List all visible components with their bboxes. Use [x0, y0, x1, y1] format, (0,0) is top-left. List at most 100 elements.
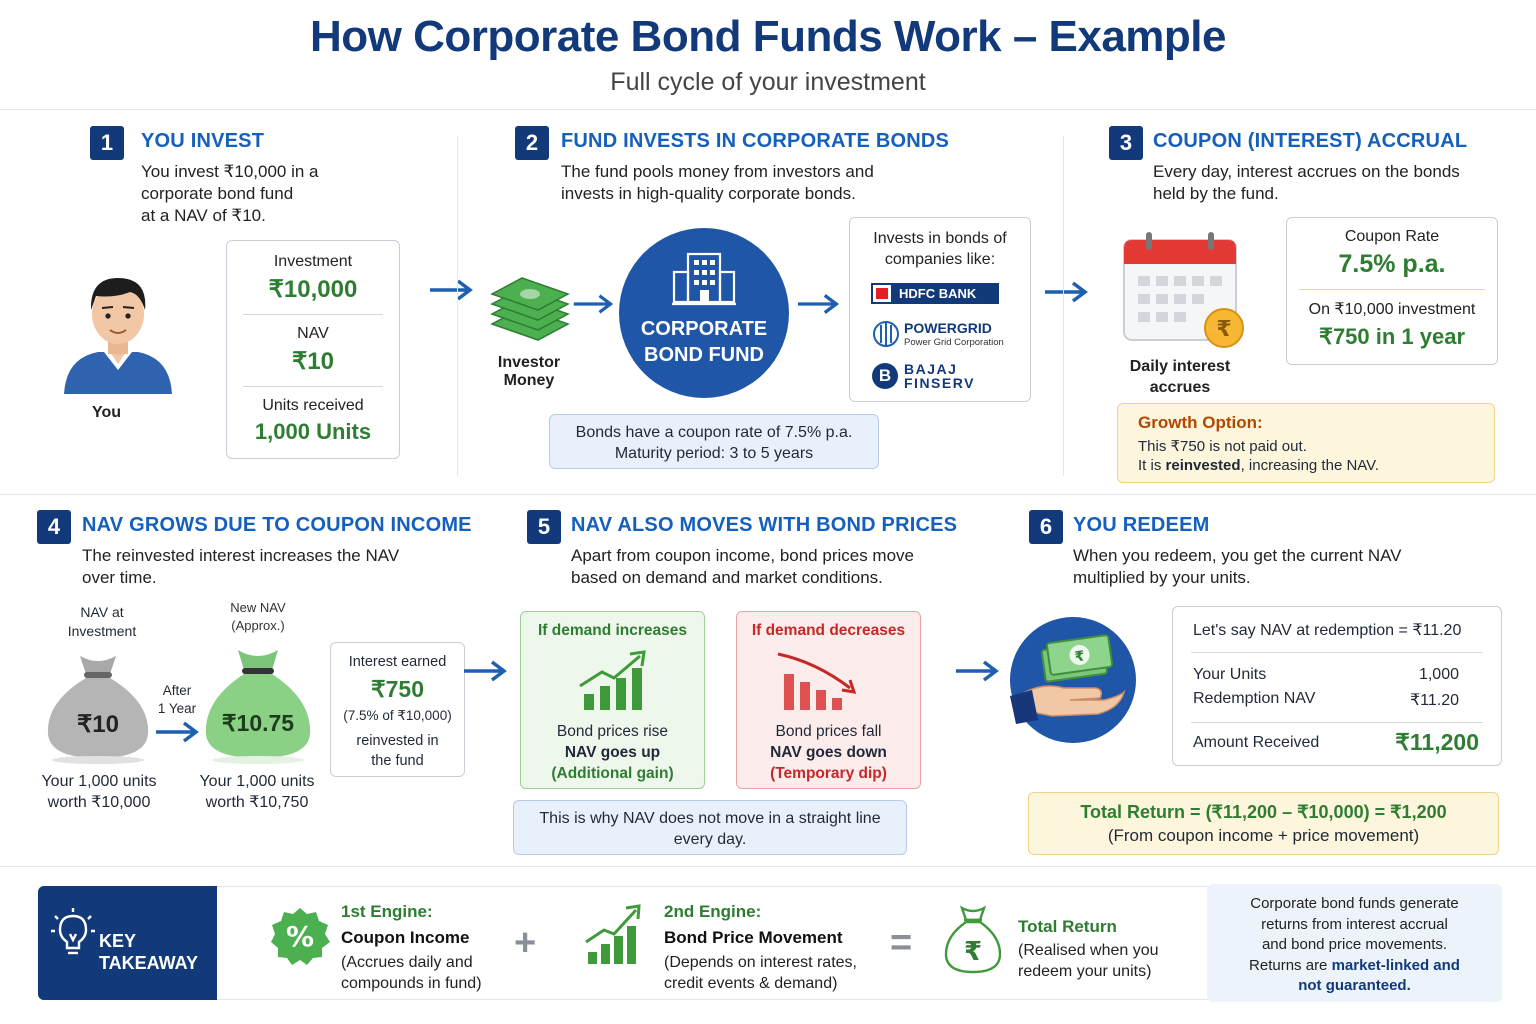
svg-text:₹: ₹ [964, 937, 982, 967]
engine-2-title: 2nd Engine: [664, 902, 762, 921]
investment-card: Investment ₹10,000 NAV ₹10 Units receive… [226, 240, 400, 459]
demand-decreases-text: Bond prices fall NAV goes down (Temporar… [770, 723, 887, 782]
person-icon [64, 278, 172, 394]
units-value: 1,000 Units [254, 419, 372, 444]
row-divider [0, 866, 1536, 867]
row-divider [0, 494, 1536, 495]
bajaj-logo-icon: B [872, 363, 898, 389]
header-divider [0, 109, 1536, 110]
plus-sign: + [514, 922, 537, 964]
step-3-description: Every day, interest accrues on the bonds… [1153, 162, 1460, 203]
step-5-description: Apart from coupon income, bond prices mo… [571, 546, 915, 587]
demand-increases-text: Bond prices rise NAV goes up (Additional… [551, 723, 674, 782]
step-2-number: 2 [515, 126, 549, 160]
powergrid-logo-icon [873, 321, 899, 347]
svg-text:₹: ₹ [1216, 317, 1231, 342]
total-return-title: Total Return [1018, 917, 1117, 936]
percent-badge-icon: % [271, 908, 330, 965]
hdfc-bank-logo: HDFC BANK [871, 283, 999, 304]
arrow-right-icon [1045, 281, 1088, 303]
rupee-bag-icon: ₹ [944, 905, 1002, 974]
engine-2-description: (Depends on interest rates,credit events… [664, 954, 857, 992]
equals-sign: = [890, 922, 913, 964]
redemption-nav-assumption: Let's say NAV at redemption = ₹11.20 [1193, 622, 1462, 639]
hand-cash-icon: ₹ [1010, 617, 1136, 743]
takeaway-summary: Corporate bond funds generate returns fr… [1207, 884, 1502, 1002]
arrow-right-icon [956, 660, 999, 682]
column-divider [1063, 136, 1064, 476]
step-3-heading: COUPON (INTEREST) ACCRUAL [1153, 130, 1468, 152]
rising-chart-icon [579, 650, 646, 710]
step-4-heading: NAV GROWS DUE TO COUPON INCOME [82, 514, 472, 536]
step-2-heading: FUND INVESTS IN CORPORATE BONDS [561, 130, 950, 152]
step-4-description: The reinvested interest increases the NA… [82, 546, 400, 587]
arrow-right-icon [464, 660, 507, 682]
redemption-card: Let's say NAV at redemption = ₹11.20 You… [1172, 606, 1502, 766]
page-subtitle: Full cycle of your investment [610, 68, 926, 96]
interest-earned-value: ₹750 [370, 676, 424, 702]
money-stack-icon [490, 277, 570, 341]
step-6-heading: YOU REDEEM [1073, 514, 1210, 536]
bag-1-value: ₹10 [77, 711, 119, 738]
bag-2-value: ₹10.75 [221, 710, 295, 736]
coupon-rate-value: 7.5% p.a. [1338, 250, 1446, 278]
money-bag-green-icon [205, 650, 311, 764]
step-4-number: 4 [37, 510, 71, 544]
step-6-description: When you redeem, you get the current NAV… [1073, 546, 1402, 587]
growth-chart-icon [585, 904, 641, 964]
nav-value: ₹10 [292, 348, 334, 375]
total-return-note: Total Return = (₹11,200 – ₹10,000) = ₹1,… [1028, 792, 1499, 855]
demand-increases-card: If demand increases [520, 611, 705, 789]
engine-2-name: Bond Price Movement [664, 928, 843, 947]
step-6-number: 6 [1029, 510, 1063, 544]
arrow-right-icon [430, 279, 473, 301]
nav-movement-note: This is why NAV does not move in a strai… [513, 800, 907, 855]
calendar-icon: ₹ [1123, 232, 1244, 348]
lightbulb-icon [51, 908, 95, 955]
step-5-number: 5 [527, 510, 561, 544]
amount-received-value: ₹11,200 [1395, 729, 1479, 755]
step-1-heading: YOU INVEST [141, 130, 265, 152]
falling-chart-icon [777, 652, 857, 710]
demand-decreases-card: If demand decreases [736, 611, 921, 789]
yearly-interest-value: ₹750 in 1 year [1318, 324, 1466, 349]
money-bag-grey-icon [47, 656, 149, 764]
engine-1-name: Coupon Income [341, 928, 470, 947]
step-3-number: 3 [1109, 126, 1143, 160]
powergrid-subtitle: Power Grid Corporation [904, 337, 1004, 348]
redemption-units-value: 1,000 [1418, 666, 1459, 683]
investment-value: ₹10,000 [268, 276, 358, 303]
page-title: How Corporate Bond Funds Work – Example [309, 12, 1227, 61]
coupon-rate-card: Coupon Rate 7.5% p.a. On ₹10,000 investm… [1286, 217, 1498, 365]
building-icon [672, 252, 736, 306]
interest-earned-card: Interest earned ₹750 (7.5% of ₹10,000) r… [330, 642, 465, 777]
arrow-right-icon [156, 721, 199, 743]
svg-text:%: % [286, 920, 314, 953]
redemption-nav-value: ₹11.20 [1409, 692, 1459, 709]
svg-text:₹: ₹ [1074, 648, 1086, 665]
arrow-right-icon [573, 294, 614, 314]
engine-1-title: 1st Engine: [341, 902, 433, 921]
coupon-rate-note: Bonds have a coupon rate of 7.5% p.a.Mat… [549, 414, 879, 469]
step-5-heading: NAV ALSO MOVES WITH BOND PRICES [571, 514, 958, 536]
column-divider [457, 136, 458, 476]
step-1-number: 1 [90, 126, 124, 160]
growth-option-note: Growth Option: This ₹750 is not paid out… [1117, 403, 1495, 483]
arrow-right-icon [797, 294, 840, 314]
powergrid-name: POWERGRID [904, 320, 992, 336]
new-nav-label: New NAV(Approx.) [230, 600, 286, 633]
